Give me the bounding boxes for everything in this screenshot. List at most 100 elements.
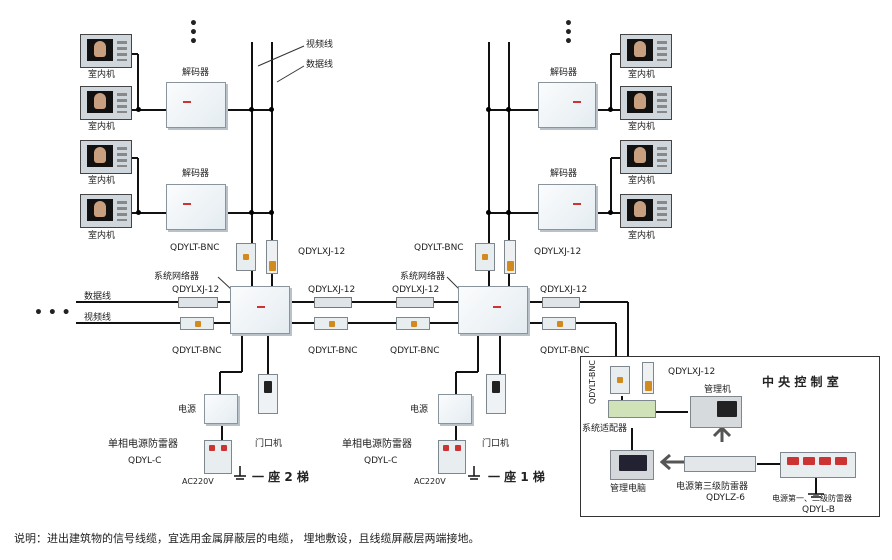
single-phase-spd xyxy=(438,440,466,474)
indoor-unit xyxy=(620,194,672,228)
qdyl-c-label: QDYL-C xyxy=(128,456,162,466)
junction-dot xyxy=(486,210,491,215)
qdylxj-12-protector xyxy=(642,362,654,394)
manager-unit xyxy=(690,396,742,428)
video-line-label: 视频线 xyxy=(84,313,112,323)
qdylxj-12-label: QDYLXJ-12 xyxy=(308,285,356,295)
qdylxj-12-label: QDYLXJ-12 xyxy=(540,285,588,295)
single-phase-spd-label: 单相电源防雷器 xyxy=(342,439,412,450)
system-network-device xyxy=(230,286,290,334)
junction-dot xyxy=(136,210,141,215)
power-label: 电源 xyxy=(410,405,429,415)
qdylt-bnc-protector xyxy=(396,317,430,330)
door-unit-label: 门口机 xyxy=(255,439,283,449)
junction-dot xyxy=(608,107,613,112)
indoor-unit xyxy=(80,194,132,228)
decoder xyxy=(538,82,596,128)
door-unit xyxy=(258,374,278,414)
junction-dot xyxy=(136,107,141,112)
junction-dot xyxy=(506,210,511,215)
video-line-label: 视频线 xyxy=(306,40,334,50)
footer-note: 说明：进出建筑物的信号线缆，宜选用金属屏蔽层的电缆， 埋地敷设，且线缆屏蔽层两端… xyxy=(14,532,480,545)
indoor-unit xyxy=(80,34,132,68)
indoor-unit-label: 室内机 xyxy=(628,231,656,241)
indoor-unit-label: 室内机 xyxy=(88,122,116,132)
system-network-label: 系统网络器 xyxy=(400,272,446,282)
indoor-unit xyxy=(620,86,672,120)
central-control-room xyxy=(580,356,880,517)
decoder xyxy=(166,82,226,128)
decoder-label: 解码器 xyxy=(182,68,210,78)
junction-dot xyxy=(269,210,274,215)
indoor-unit xyxy=(620,34,672,68)
qdylxj-12-label: QDYLXJ-12 xyxy=(668,367,716,377)
single-phase-spd xyxy=(204,440,232,474)
system-adapter-label: 系统适配器 xyxy=(582,424,628,434)
indoor-unit-label: 室内机 xyxy=(88,176,116,186)
power-third-spd xyxy=(684,456,756,472)
system-network-device xyxy=(458,286,528,334)
decoder-label: 解码器 xyxy=(550,68,578,78)
power-first-second-spd xyxy=(780,452,856,478)
power-third-spd-label: 电源第三级防雷器 xyxy=(676,482,749,492)
power-supply xyxy=(438,394,472,424)
ac220v-label: AC220V xyxy=(414,477,446,486)
junction-dot xyxy=(269,107,274,112)
indoor-unit-label: 室内机 xyxy=(88,70,116,80)
qdylxj-12-label: QDYLXJ-12 xyxy=(392,285,440,295)
indoor-unit-label: 室内机 xyxy=(628,122,656,132)
qdylt-bnc-label: QDYLT-BNC xyxy=(414,243,464,253)
indoor-unit xyxy=(620,140,672,174)
qdylt-bnc-label: QDYLT-BNC xyxy=(172,346,222,356)
ellipsis-vertical: ••• xyxy=(189,16,198,50)
indoor-unit-label: 室内机 xyxy=(628,176,656,186)
data-line-label: 数据线 xyxy=(84,292,112,302)
door-unit-label: 门口机 xyxy=(482,439,510,449)
power-label: 电源 xyxy=(178,405,197,415)
building-1-label: 一 座 1 梯 xyxy=(488,470,545,484)
qdylt-bnc-label: QDYLT-BNC xyxy=(588,360,597,405)
junction-dot xyxy=(506,107,511,112)
door-unit xyxy=(486,374,506,414)
single-phase-spd-label: 单相电源防雷器 xyxy=(108,439,178,450)
qdylt-bnc-label: QDYLT-BNC xyxy=(390,346,440,356)
qdyl-c-label: QDYL-C xyxy=(364,456,398,466)
power-first-second-spd-label: 电源第一、二级防雷器 xyxy=(772,494,852,503)
management-pc xyxy=(610,450,654,480)
junction-dot xyxy=(249,107,254,112)
ellipsis-horizontal: • • • xyxy=(34,305,71,321)
decoder-label: 解码器 xyxy=(182,169,210,179)
qdylt-bnc-protector xyxy=(475,243,495,271)
data-line-label: 数据线 xyxy=(306,60,334,70)
qdylxj-12-protector xyxy=(266,240,278,274)
junction-dot xyxy=(249,210,254,215)
qdylt-bnc-label: QDYLT-BNC xyxy=(170,243,220,253)
qdylt-bnc-protector xyxy=(542,317,576,330)
central-control-room-title: 中 央 控 制 室 xyxy=(762,375,839,389)
junction-dot xyxy=(486,107,491,112)
qdylxj-12-label: QDYLXJ-12 xyxy=(534,247,582,257)
building-2-label: 一 座 2 梯 xyxy=(252,470,309,484)
qdylt-bnc-protector xyxy=(314,317,348,330)
qdylxj-12-label: QDYLXJ-12 xyxy=(172,285,220,295)
decoder-label: 解码器 xyxy=(550,169,578,179)
qdylxj-12-protector xyxy=(542,297,580,308)
qdylxj-12-label: QDYLXJ-12 xyxy=(298,247,346,257)
system-network-label: 系统网络器 xyxy=(154,272,200,282)
qdylz-6-label: QDYLZ-6 xyxy=(706,493,746,503)
qdyl-b-label: QDYL-B xyxy=(802,505,835,515)
qdylxj-12-protector xyxy=(178,297,218,308)
decoder xyxy=(166,184,226,230)
decoder xyxy=(538,184,596,230)
qdylt-bnc-protector xyxy=(236,243,256,271)
indoor-unit xyxy=(80,86,132,120)
indoor-unit-label: 室内机 xyxy=(628,70,656,80)
system-adapter xyxy=(608,400,656,418)
qdylxj-12-protector xyxy=(504,240,516,274)
ellipsis-vertical: ••• xyxy=(564,16,573,50)
power-supply xyxy=(204,394,238,424)
qdylt-bnc-protector xyxy=(180,317,214,330)
indoor-unit-label: 室内机 xyxy=(88,231,116,241)
qdylxj-12-protector xyxy=(314,297,352,308)
